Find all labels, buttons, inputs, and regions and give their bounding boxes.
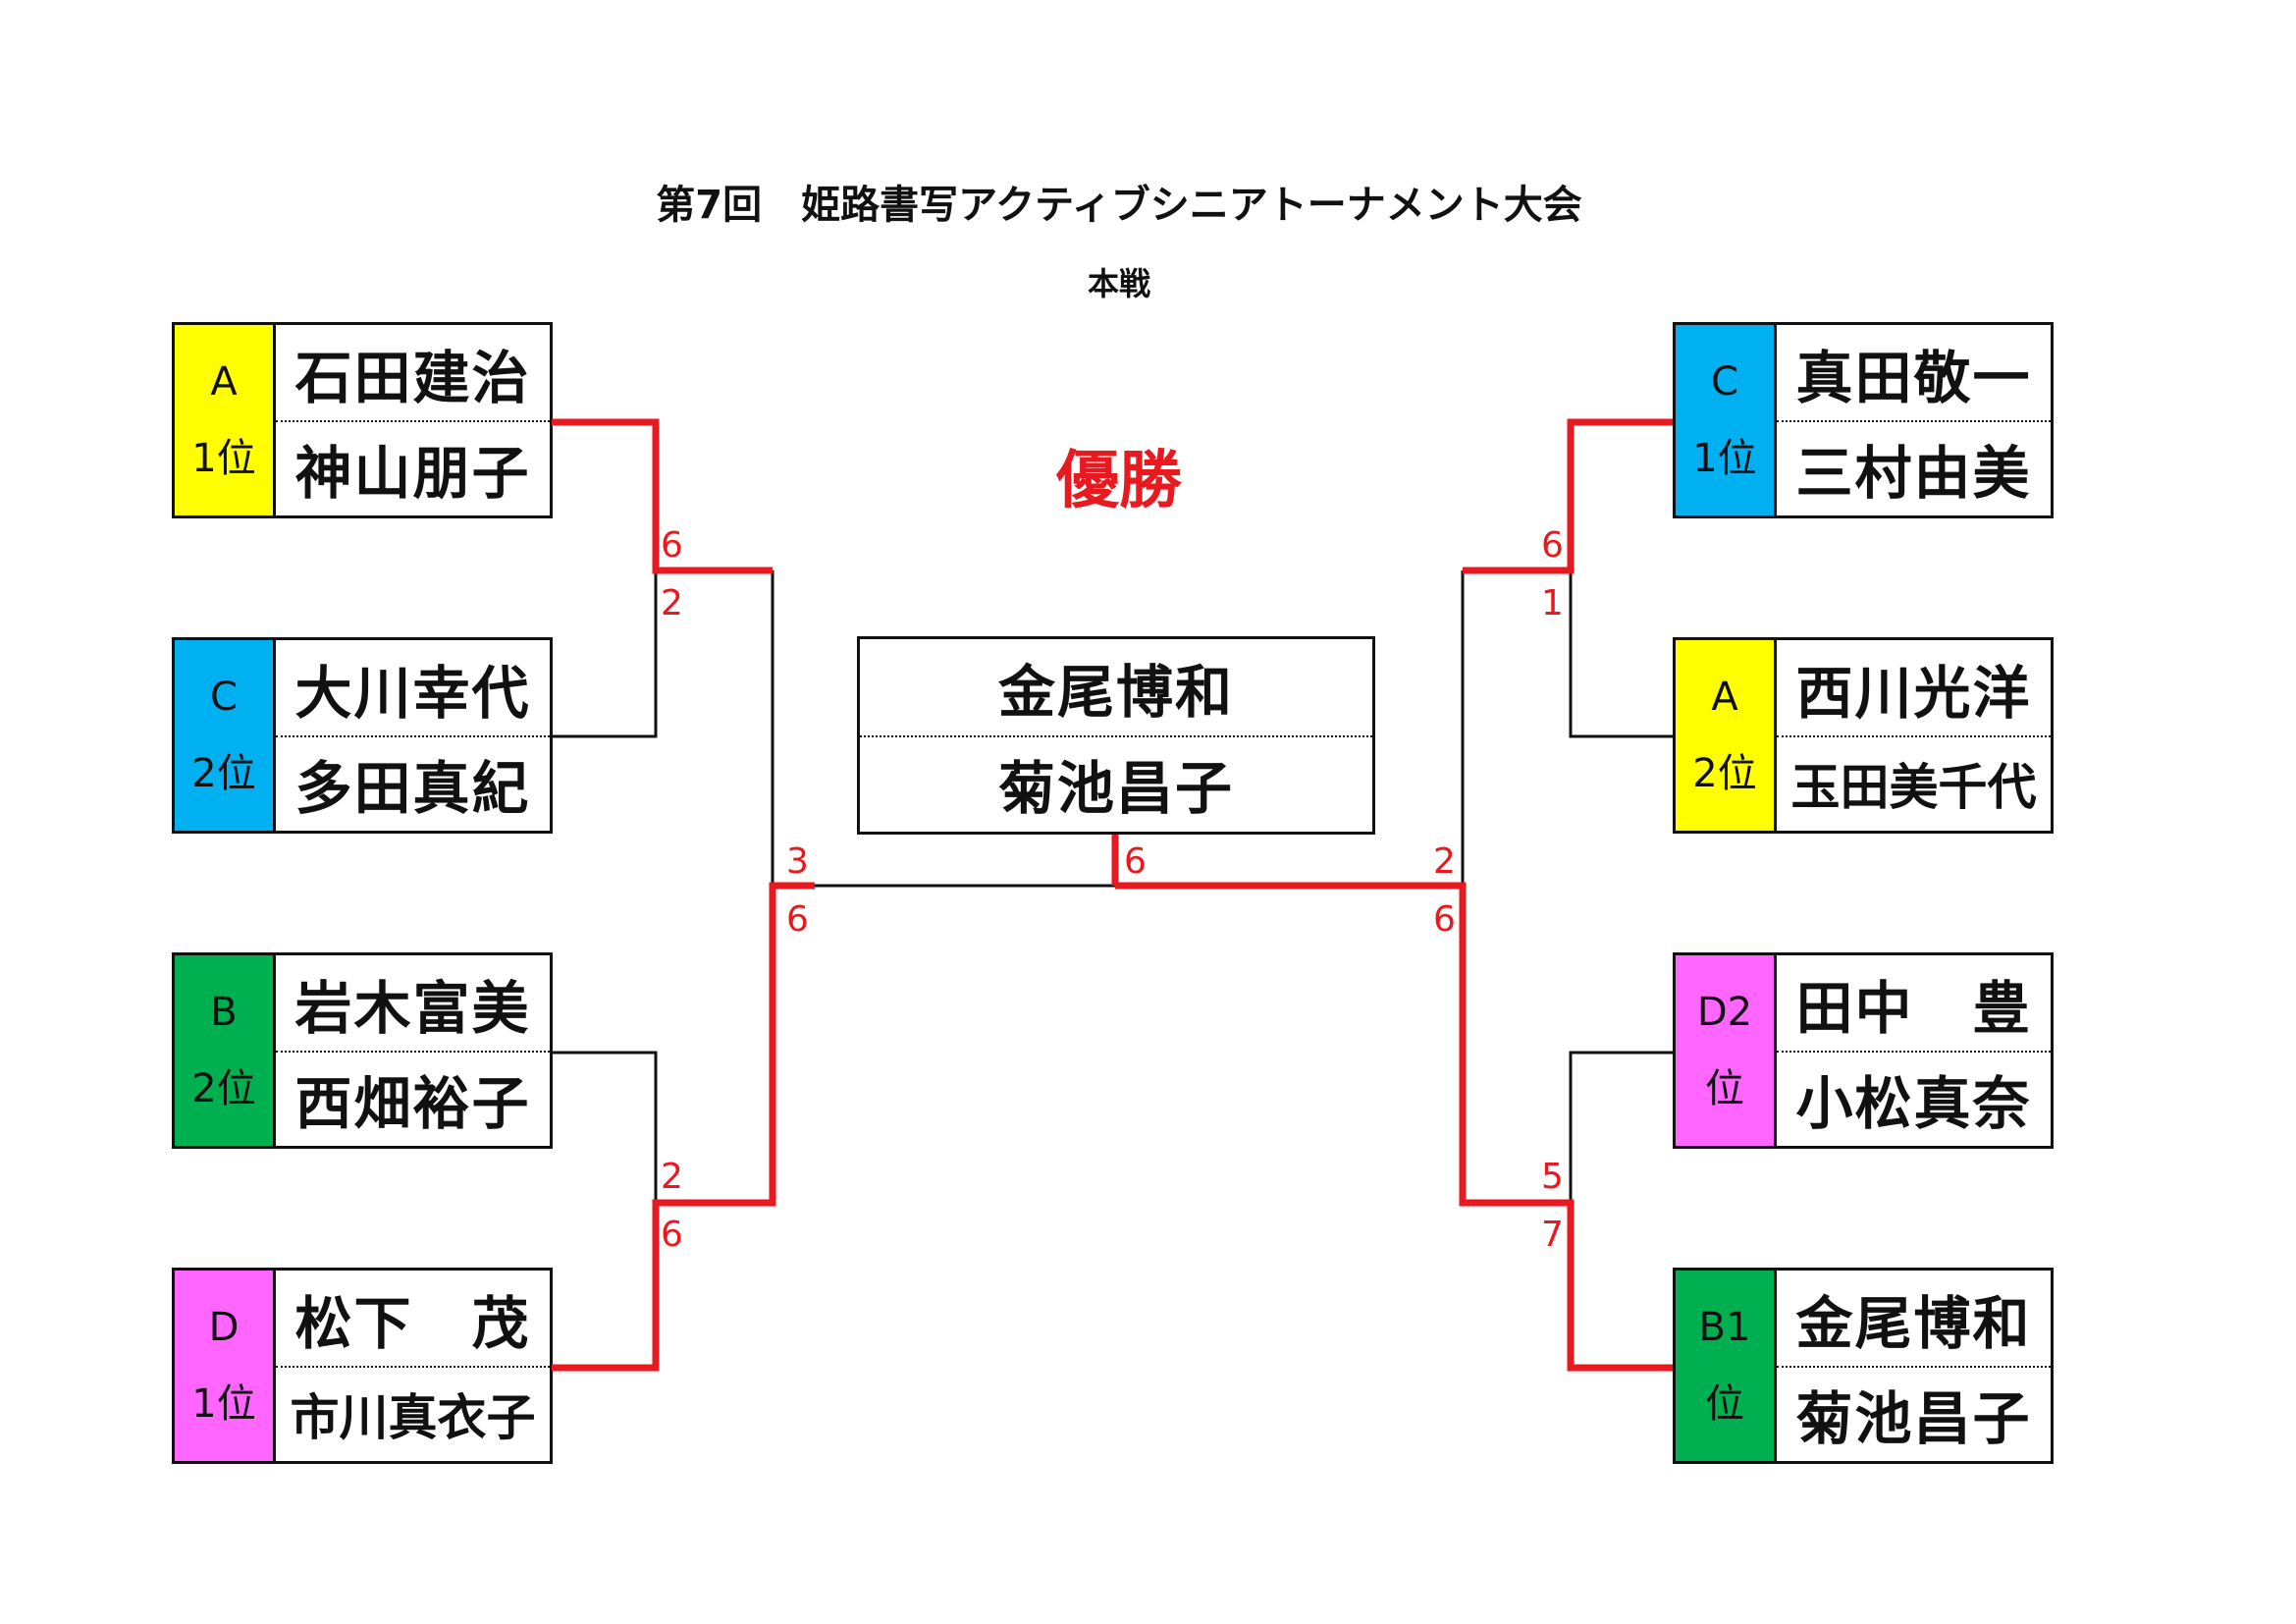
player-name: 松下 茂 <box>276 1271 550 1368</box>
player-name: 真田敬一 <box>1777 325 2051 422</box>
rank-label: 1位 <box>1692 436 1757 481</box>
group-label: D <box>208 1305 240 1350</box>
team-left-4: D 1位 松下 茂 市川真衣子 <box>172 1268 553 1464</box>
winner-line <box>1463 418 1673 574</box>
champion-box: 金尾博和 菊池昌子 <box>857 636 1375 835</box>
team-right-2: A 2位 西川光洋 玉田美千代 <box>1673 637 2054 834</box>
score: 2 <box>661 1157 683 1197</box>
player-name: 金尾博和 <box>1777 1271 2051 1368</box>
score: 6 <box>1124 841 1147 882</box>
winner-line <box>552 882 815 1372</box>
player-name: 小松真奈 <box>1795 1069 2032 1137</box>
rank-label: 2位 <box>191 1066 256 1111</box>
rank-label: 1位 <box>191 436 256 481</box>
page-title: 第7回 姫路書写アクティブシニアトーナメント大会 <box>656 183 1582 228</box>
bracket-line <box>1569 570 1673 738</box>
champion-player: 金尾博和 <box>860 639 1372 737</box>
group-label: A <box>1711 675 1738 720</box>
rank-label: 位 <box>1705 1381 1744 1427</box>
group-badge: C 2位 <box>175 640 276 831</box>
rank-label: 2位 <box>1692 751 1757 796</box>
player-name: 岩木富美 <box>276 955 550 1053</box>
group-label: B <box>210 990 238 1035</box>
player-name: 多田真紀 <box>294 754 531 822</box>
bracket-line <box>552 570 658 738</box>
player-name: 西畑裕子 <box>294 1069 531 1137</box>
team-left-1: A 1位 石田建治 神山朋子 <box>172 322 553 518</box>
page-subtitle: 本戦 <box>1087 265 1150 302</box>
score: 5 <box>1541 1157 1564 1197</box>
group-badge: B 2位 <box>175 955 276 1146</box>
score: 6 <box>661 1215 683 1255</box>
group-label: A <box>210 359 238 405</box>
rank-label: 2位 <box>191 751 256 796</box>
group-label: B1 <box>1698 1305 1751 1350</box>
group-badge: C 1位 <box>1676 325 1777 515</box>
player-name: 菊池昌子 <box>1795 1384 2032 1452</box>
team-right-3: D2 位 田中 豊 小松真奈 <box>1673 952 2054 1149</box>
player-name: 神山朋子 <box>294 439 531 507</box>
bracket-line <box>1569 1051 1673 1203</box>
score: 7 <box>1541 1215 1564 1255</box>
score: 2 <box>1433 841 1456 882</box>
group-label: C <box>210 675 238 720</box>
score: 6 <box>786 899 809 940</box>
group-badge: B1 位 <box>1676 1271 1777 1461</box>
team-left-3: B 2位 岩木富美 西畑裕子 <box>172 952 553 1149</box>
group-badge: D 1位 <box>175 1271 276 1461</box>
score: 2 <box>661 583 683 623</box>
player-name: 三村由美 <box>1795 439 2032 507</box>
player-name: 田中 豊 <box>1777 955 2051 1053</box>
group-badge: D2 位 <box>1676 955 1777 1146</box>
team-right-1: C 1位 真田敬一 三村由美 <box>1673 322 2054 518</box>
player-name: 市川真衣子 <box>290 1388 536 1446</box>
player-name: 西川光洋 <box>1777 640 2051 737</box>
champion-player: 菊池昌子 <box>997 755 1234 822</box>
score: 6 <box>1541 525 1564 566</box>
team-right-4: B1 位 金尾博和 菊池昌子 <box>1673 1268 2054 1464</box>
champion-heading: 優勝 <box>1056 445 1182 517</box>
player-name: 大川幸代 <box>276 640 550 737</box>
team-left-2: C 2位 大川幸代 多田真紀 <box>172 637 553 834</box>
rank-label: 位 <box>1705 1066 1744 1111</box>
group-badge: A 1位 <box>175 325 276 515</box>
score: 6 <box>661 525 683 566</box>
score: 3 <box>786 841 809 882</box>
group-label: C <box>1711 359 1738 405</box>
rank-label: 1位 <box>191 1381 256 1427</box>
score: 6 <box>1433 899 1456 940</box>
score: 1 <box>1541 583 1564 623</box>
winner-line <box>1115 882 1673 1372</box>
player-name: 玉田美千代 <box>1790 758 2037 816</box>
bracket-line <box>552 1051 658 1203</box>
group-label: D2 <box>1696 990 1753 1035</box>
player-name: 石田建治 <box>276 325 550 422</box>
winner-line <box>552 418 773 574</box>
group-badge: A 2位 <box>1676 640 1777 831</box>
